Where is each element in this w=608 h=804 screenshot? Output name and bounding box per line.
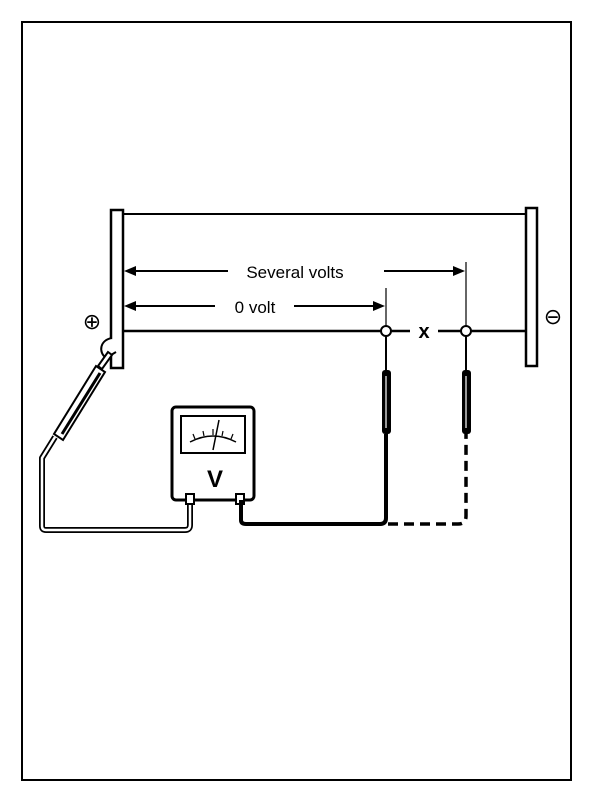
test-point-1	[380, 325, 392, 337]
positive-terminal	[109, 208, 125, 370]
zero-volt-label: 0 volt	[235, 298, 276, 317]
lead-alternate-dashed	[388, 432, 468, 526]
lead-positive	[39, 435, 193, 533]
break-mark: x	[418, 321, 429, 343]
lead-negative	[239, 434, 388, 526]
meter-scale	[189, 435, 237, 443]
negative-sign: ⊖	[544, 304, 562, 329]
negative-terminal	[524, 206, 539, 368]
test-point-2	[460, 325, 472, 337]
probe-test-point-1	[382, 336, 391, 434]
meter-needle	[212, 419, 220, 451]
diagram-border	[21, 21, 572, 781]
voltmeter	[170, 405, 256, 502]
meter-letter: V	[207, 466, 223, 493]
probe-test-point-2	[462, 336, 471, 434]
zero-volt-arrowhead-right	[373, 301, 385, 311]
several-volts-arrowhead-right	[453, 266, 465, 276]
several-volts-arrowhead-left	[124, 266, 136, 276]
positive-sign: ⊕	[83, 309, 101, 334]
zero-volt-arrowhead-left	[124, 301, 136, 311]
probe-positive	[52, 350, 114, 442]
several-volts-label: Several volts	[246, 263, 343, 282]
